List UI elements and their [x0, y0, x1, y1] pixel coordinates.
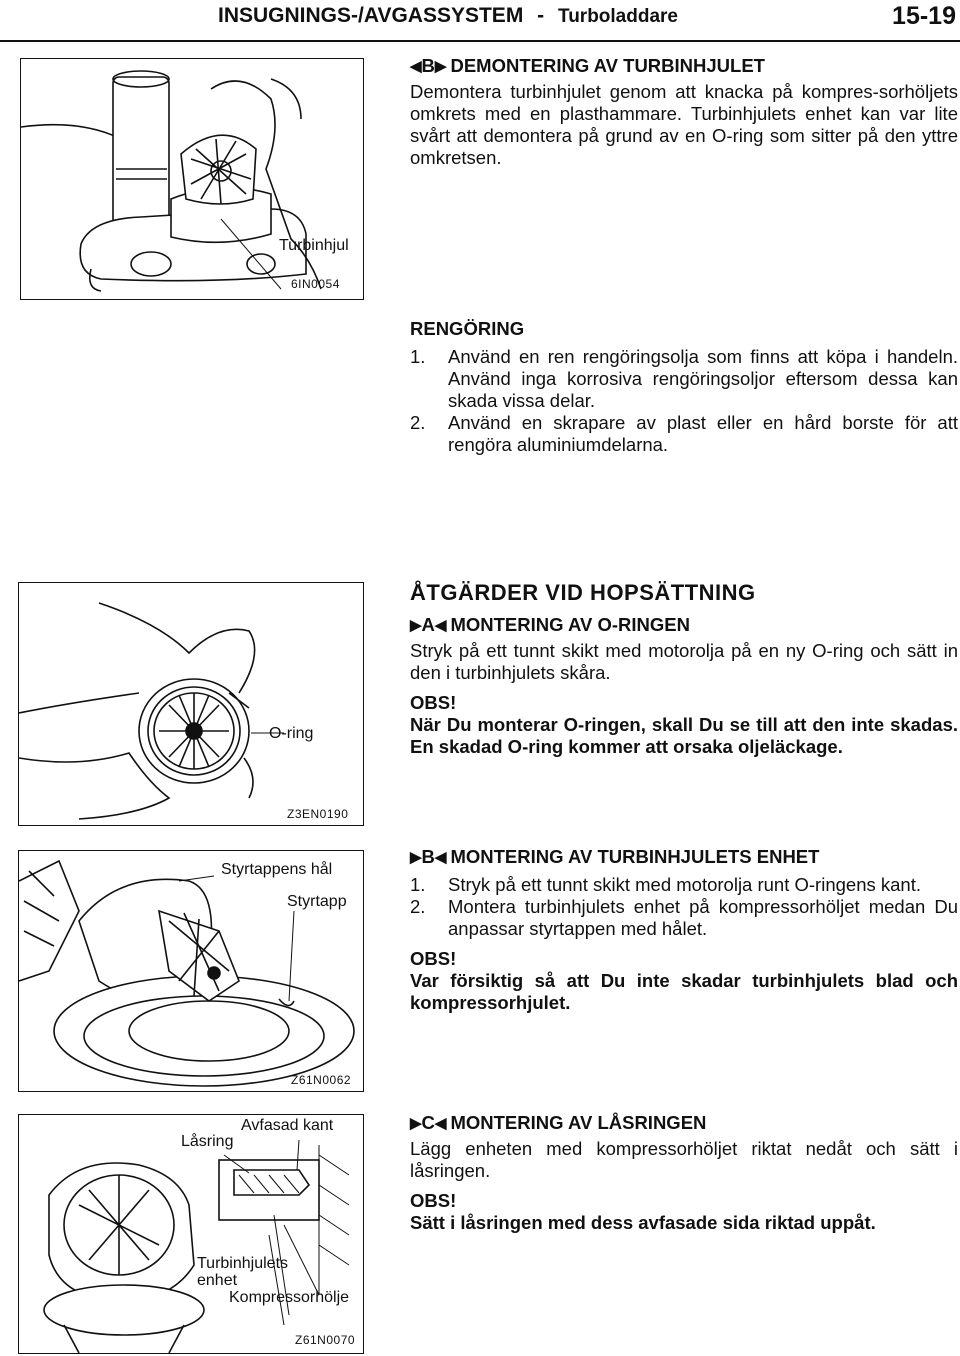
section-lasringen: ▶ C ◀ MONTERING AV LÅSRINGEN Lägg enhete… — [410, 1112, 958, 1234]
triangle-right-icon: ▶ — [434, 57, 447, 75]
obs-label: OBS! — [410, 1190, 457, 1211]
figure-label-kompressorholje: Kompressorhölje — [229, 1289, 350, 1306]
heading-text: DEMONTERING AV TURBINHJULET — [450, 55, 765, 76]
triangle-left-icon: ◀ — [410, 57, 422, 75]
atgarder-heading: ÅTGÄRDER VID HOPSÄTTNING — [410, 580, 756, 605]
header-subtitle: Turboladdare — [558, 6, 678, 27]
heading-text: MONTERING AV TURBINHJULETS ENHET — [450, 846, 820, 867]
figure-label-turbinhjulets: Turbinhjulets — [197, 1255, 289, 1272]
triangle-right-icon: ▶ — [410, 616, 422, 634]
marker-letter: C — [421, 1112, 435, 1133]
marker-c: ▶ C ◀ — [410, 1112, 446, 1134]
figure-code: Z61N0062 — [291, 1073, 352, 1087]
section-atgarder: ÅTGÄRDER VID HOPSÄTTNING ▶ A ◀ MONTERING… — [410, 582, 958, 758]
header-title-line: INSUGNINGS-/AVGASSYSTEM - Turboladdare — [218, 4, 678, 28]
list-item: 2. Använd en skrapare av plast eller en h… — [410, 412, 958, 456]
rengoring-heading: RENGÖRING — [410, 318, 525, 339]
triangle-left-icon: ◀ — [434, 848, 447, 866]
header-separator: - — [537, 4, 545, 27]
marker-b: ▶ B ◀ — [410, 846, 446, 868]
section-heading: ▶ A ◀ MONTERING AV O-RINGEN — [410, 614, 958, 636]
list-number: 2. — [410, 412, 426, 433]
list-item: 1. Använd en ren rengöringsolja som finns… — [410, 346, 958, 412]
list-text: Stryk på ett tunnt skikt med motorolja r… — [448, 874, 921, 895]
figure-label-styrtappens-hal: Styrtappens hål — [221, 861, 333, 878]
figure-code: Z61N0070 — [295, 1333, 356, 1347]
page-number: 15-19 — [892, 2, 956, 30]
list-number: 1. — [410, 874, 426, 895]
section-demontering: ◀ B ▶ DEMONTERING AV TURBINHJULET Demont… — [410, 55, 958, 169]
figure-code: Z3EN0190 — [287, 807, 349, 821]
triangle-left-icon: ◀ — [434, 1114, 447, 1132]
marker-letter: B — [421, 55, 435, 76]
triangle-left-icon: ◀ — [434, 616, 447, 634]
o-ring-illustration — [19, 602, 284, 820]
marker-letter: A — [421, 614, 435, 635]
list-text: Använd en ren rengöringsolja som finns a… — [448, 346, 958, 411]
figure-styrtapp: Styrtappens hål Styrtapp Z61N0062 — [18, 850, 364, 1092]
figure-label-lasring: Låsring — [181, 1133, 234, 1150]
list-text: Montera turbinhjulets enhet på kompresso… — [448, 896, 958, 939]
marker-b: ◀ B ▶ — [410, 55, 446, 77]
section-text: Demontera turbinhjulet genom att knacka … — [410, 81, 958, 168]
list-item: 2. Montera turbinhjulets enhet på kompres… — [410, 896, 958, 940]
montering-list: 1. Stryk på ett tunnt skikt med motorolja… — [410, 874, 958, 940]
heading-text: MONTERING AV LÅSRINGEN — [450, 1112, 707, 1133]
figure-lasring: Avfasad kant Låsring Turbinhjulets enhet… — [18, 1114, 364, 1354]
header-title: INSUGNINGS-/AVGASSYSTEM — [218, 4, 524, 27]
list-number: 2. — [410, 896, 426, 917]
rengoring-list: 1. Använd en ren rengöringsolja som finns… — [410, 346, 958, 456]
triangle-right-icon: ▶ — [410, 1114, 422, 1132]
heading-text: MONTERING AV O-RINGEN — [450, 614, 690, 635]
section-heading: ▶ B ◀ MONTERING AV TURBINHJULETS ENHET — [410, 846, 958, 868]
marker-letter: B — [421, 846, 435, 867]
figure-label-styrtapp: Styrtapp — [287, 893, 347, 910]
page-header: INSUGNINGS-/AVGASSYSTEM - Turboladdare 1… — [0, 0, 960, 42]
section-heading: ◀ B ▶ DEMONTERING AV TURBINHJULET — [410, 55, 958, 77]
section-rengoring: RENGÖRING 1. Använd en ren rengöringsolja… — [410, 318, 958, 456]
figure-o-ring: O-ring Z3EN0190 — [18, 582, 364, 826]
list-number: 1. — [410, 346, 426, 367]
figure-label-o-ring: O-ring — [269, 725, 314, 742]
obs-label: OBS! — [410, 948, 457, 969]
figure-turbinhjul: Turbinhjul 6IN0054 — [20, 58, 364, 300]
section-text: Lägg enheten med kompressorhöljet riktat… — [410, 1138, 958, 1181]
section-text: Stryk på ett tunnt skikt med motorolja p… — [410, 640, 958, 683]
styrtapp-illustration — [19, 859, 355, 1087]
marker-a: ▶ A ◀ — [410, 614, 446, 636]
figure-label-turbinhjul: Turbinhjul — [279, 237, 349, 254]
obs-text: Sätt i låsringen med dess avfasade sida … — [410, 1212, 876, 1233]
obs-text: När Du monterar O-ringen, skall Du se ti… — [410, 714, 958, 757]
section-heading: ▶ C ◀ MONTERING AV LÅSRINGEN — [410, 1112, 958, 1134]
triangle-right-icon: ▶ — [410, 848, 422, 866]
figure-code: 6IN0054 — [291, 277, 340, 291]
section-montering-enhet: ▶ B ◀ MONTERING AV TURBINHJULETS ENHET 1… — [410, 846, 958, 1014]
list-text: Använd en skrapare av plast eller en hår… — [448, 412, 958, 455]
obs-label: OBS! — [410, 692, 457, 713]
list-item: 1. Stryk på ett tunnt skikt med motorolja… — [410, 874, 958, 896]
figure-label-enhet: enhet — [197, 1272, 238, 1289]
lasring-illustration — [43, 1139, 350, 1353]
figure-label-avfasad-kant: Avfasad kant — [241, 1117, 334, 1134]
obs-text: Var försiktig så att Du inte skadar turb… — [410, 970, 958, 1013]
turbine-hammer-illustration — [21, 70, 322, 292]
